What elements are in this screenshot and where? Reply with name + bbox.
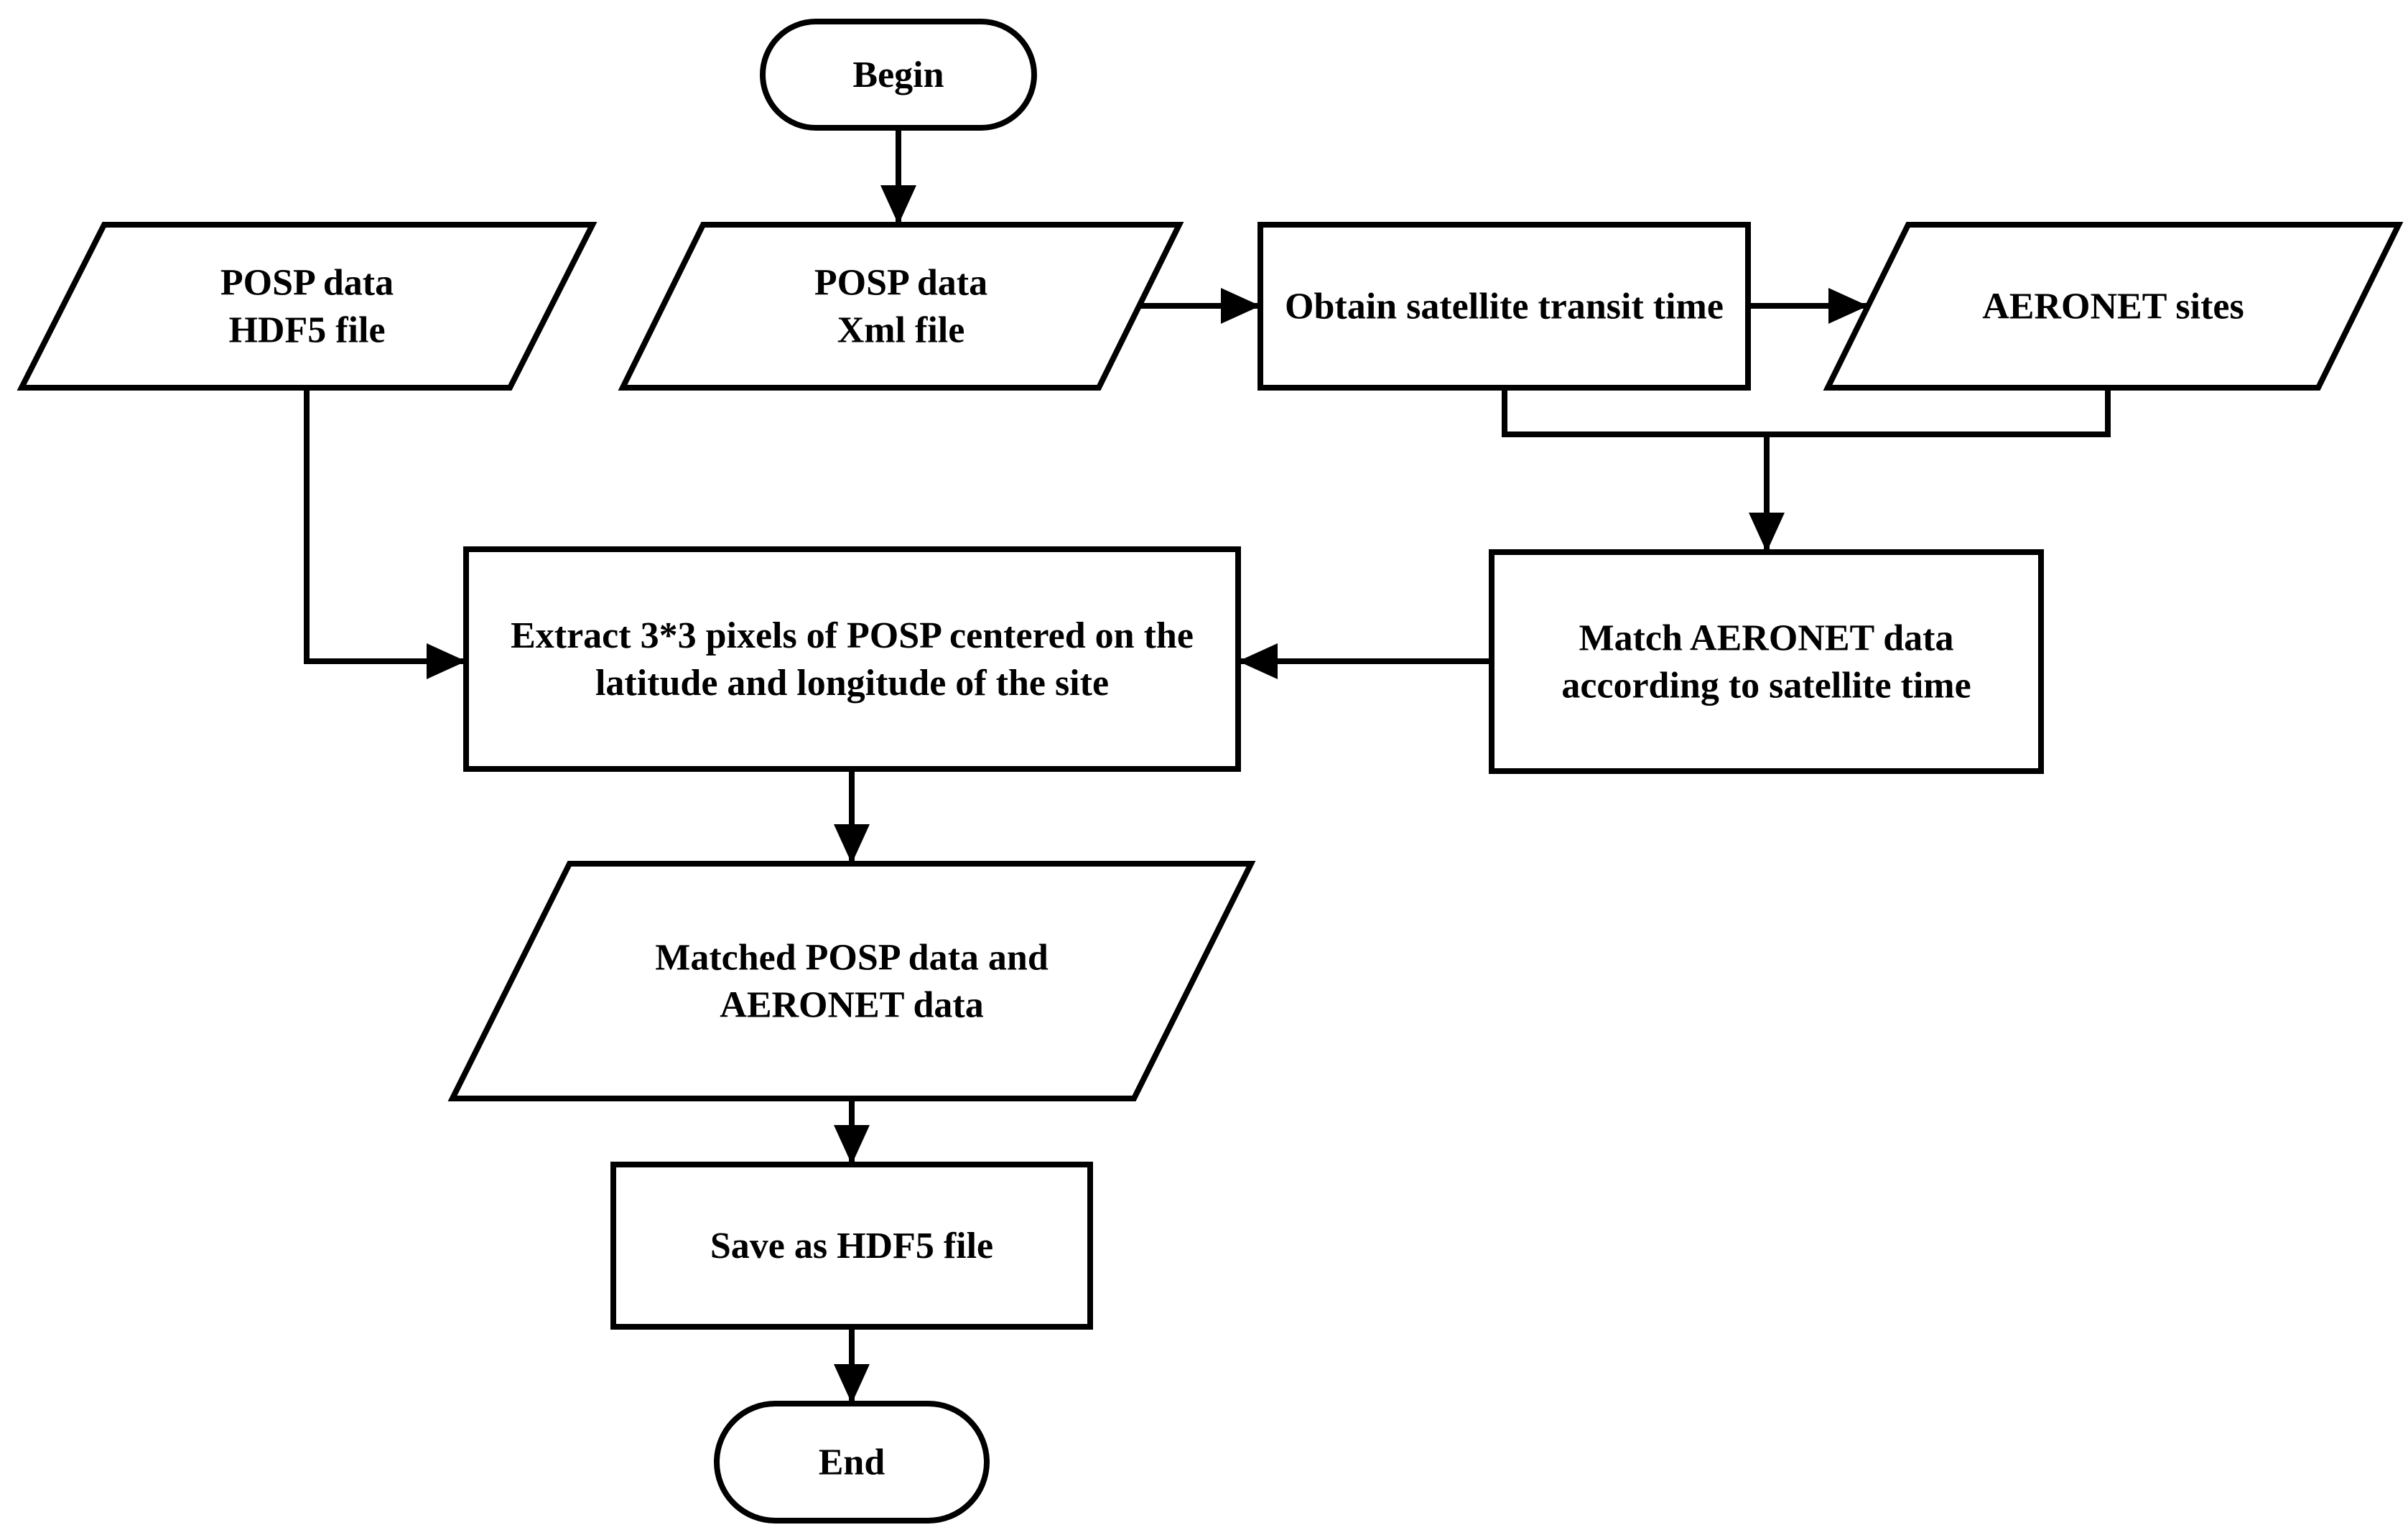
edge-posp-hdf5-to-extract [304, 388, 466, 679]
node-begin: Begin [760, 19, 1037, 131]
posp-xml-shape [618, 222, 1184, 391]
matched-data-shape [447, 861, 1256, 1101]
end-shape [714, 1401, 990, 1524]
extract-pixels-shape [463, 546, 1241, 772]
node-end: End [714, 1401, 990, 1524]
node-obtain-transit-time: Obtain satellite transit time [1258, 222, 1751, 391]
end-label: End [819, 1442, 885, 1483]
save-hdf5-shape [610, 1162, 1093, 1330]
node-extract-pixels: Extract 3*3 pixels of POSP centered on t… [463, 546, 1241, 772]
begin-label: Begin [852, 55, 944, 95]
node-aeronet-sites: AERONET sites [1823, 222, 2404, 391]
begin-shape [760, 19, 1037, 131]
node-save-hdf5: Save as HDF5 file [610, 1162, 1093, 1330]
save-hdf5-label: Save as HDF5 file [710, 1226, 993, 1266]
match-aeronet-shape [1489, 549, 2044, 774]
aeronet-sites-label: AERONET sites [1982, 286, 2244, 327]
edge-layer [304, 128, 2111, 1404]
extract-pixels-label: Extract 3*3 pixels of POSP centered on t… [511, 615, 1194, 704]
obtain-transit-time-shape [1258, 222, 1751, 391]
aeronet-sites-shape [1823, 222, 2404, 391]
obtain-transit-time-label: Obtain satellite transit time [1285, 286, 1724, 327]
posp-hdf5-shape [17, 222, 598, 391]
